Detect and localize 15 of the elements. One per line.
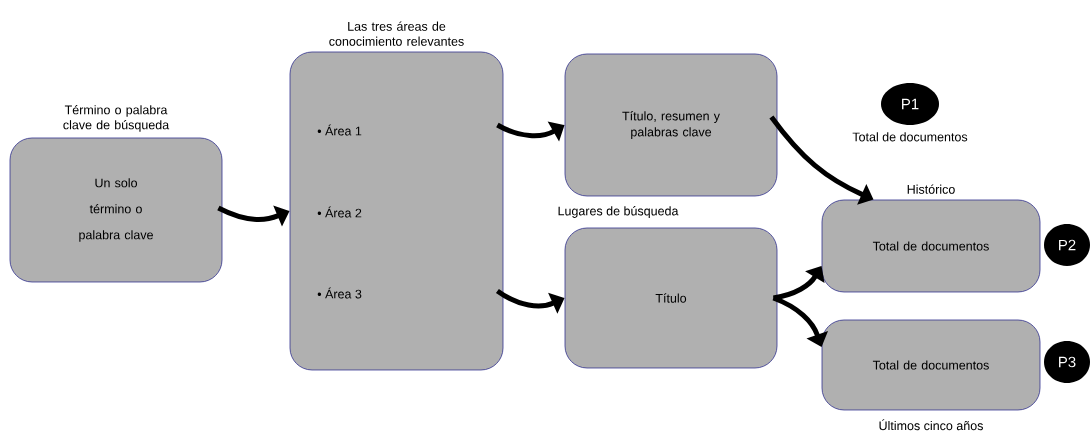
caption-text: Últimos cinco años <box>879 419 983 431</box>
curved-arrow <box>772 295 829 347</box>
box-heading: Término o palabra clave de búsqueda <box>63 105 170 132</box>
bullet-item: • Área 2 <box>317 206 362 218</box>
box-text: Total de documentos <box>872 360 989 370</box>
bullet-item: • Área 1 <box>317 124 362 136</box>
box-text: Título, resumen y palabras clave <box>622 111 720 139</box>
box-heading: Histórico <box>907 184 955 194</box>
caption-text: Total de documentos <box>852 132 968 142</box>
bullet-item: • Área 3 <box>317 287 362 299</box>
box-text: Un solo término o palabra clave <box>79 178 153 242</box>
box-heading: Las tres áreas de conocimiento relevantes <box>329 21 464 46</box>
section-label: Lugares de búsqueda <box>558 206 679 218</box>
box-text: Título <box>655 293 687 303</box>
box-text: Total de documentos <box>872 241 989 251</box>
